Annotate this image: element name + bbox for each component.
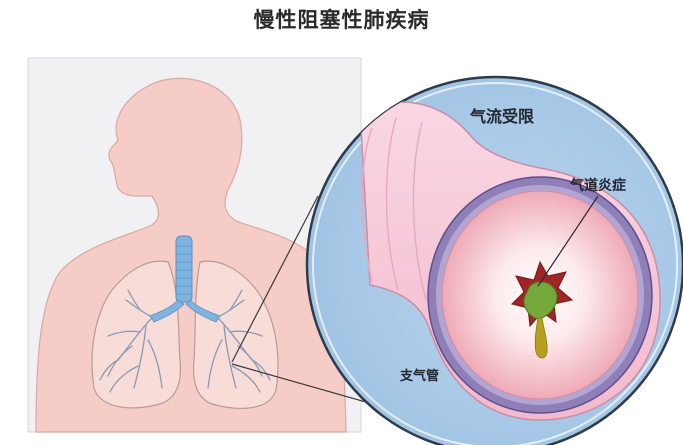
title: 慢性阻塞性肺疾病 xyxy=(253,8,430,32)
right-lung xyxy=(91,260,182,409)
inflammation-pointer-line xyxy=(537,195,599,287)
label-bronchus: 支气管 xyxy=(399,368,439,384)
trachea xyxy=(149,235,221,323)
label-airflow-limitation: 气流受限 xyxy=(469,107,535,126)
airway-zoom-circle: 气流受限 气道炎症 支气管 xyxy=(305,75,683,445)
label-airway-inflammation: 气道炎症 xyxy=(569,177,626,194)
mucus-drip xyxy=(534,317,548,359)
